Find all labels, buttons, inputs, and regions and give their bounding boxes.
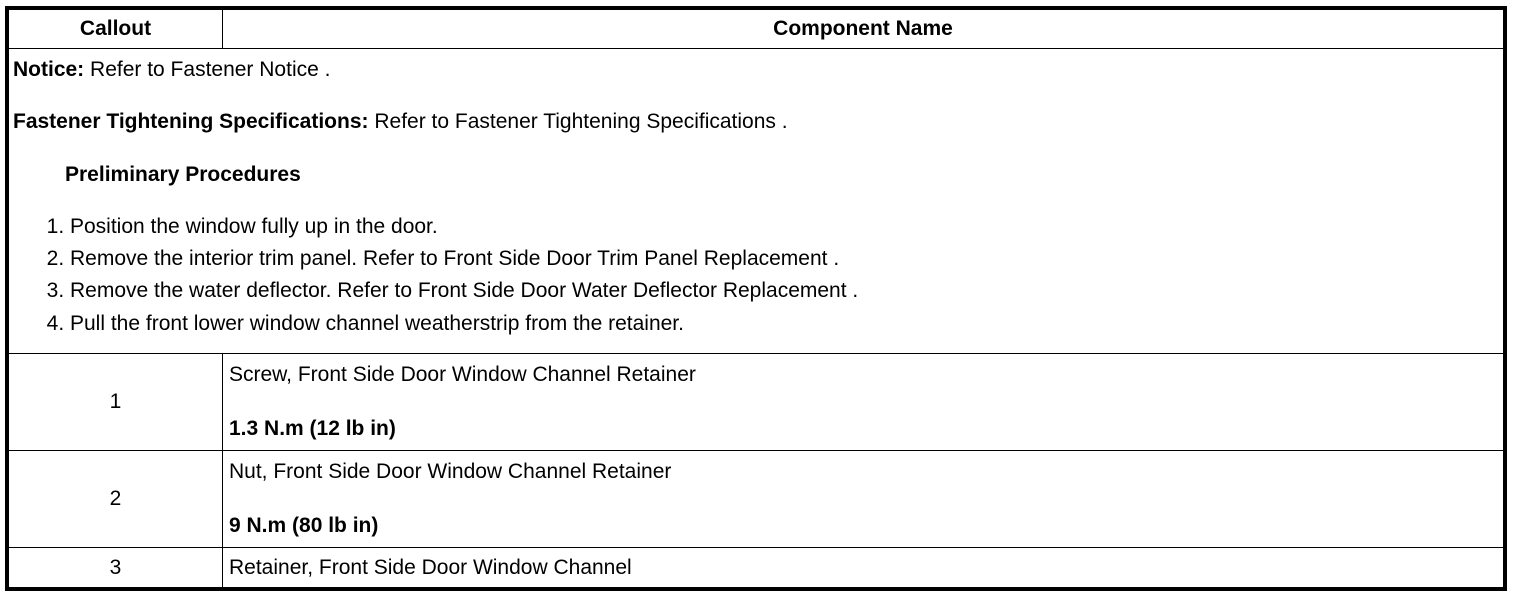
procedure-step: Pull the front lower window channel weat…	[70, 311, 1499, 337]
torque-spec: 9 N.m (80 lb in)	[229, 514, 379, 538]
notice-line: Notice: Refer to Fastener Notice .	[13, 57, 1499, 83]
spec-line: Fastener Tightening Specifications: Refe…	[13, 109, 1499, 135]
procedure-step: Remove the interior trim panel. Refer to…	[70, 246, 1499, 272]
callout-header: Callout	[8, 9, 223, 49]
component-table: Callout Component Name Notice: Refer to …	[8, 9, 1504, 588]
component-name: Screw, Front Side Door Window Channel Re…	[229, 363, 696, 386]
spec-text: Refer to Fastener Tightening Specificati…	[368, 110, 788, 134]
component-cell: Screw, Front Side Door Window Channel Re…	[222, 353, 1504, 451]
callout-number: 1	[8, 353, 223, 451]
header-row: Callout Component Name	[8, 9, 1504, 49]
notes-cell: Notice: Refer to Fastener Notice . Faste…	[8, 48, 1504, 354]
procedure-step: Remove the water deflector. Refer to Fro…	[70, 278, 1499, 304]
component-table-frame: Callout Component Name Notice: Refer to …	[5, 6, 1507, 591]
spec-label: Fastener Tightening Specifications:	[13, 110, 369, 134]
notes-row: Notice: Refer to Fastener Notice . Faste…	[8, 48, 1504, 354]
notice-label: Notice:	[13, 58, 85, 81]
callout-number: 2	[8, 450, 223, 548]
table-row: 1 Screw, Front Side Door Window Channel …	[8, 353, 1504, 451]
component-name: Retainer, Front Side Door Window Channel	[222, 547, 1504, 588]
notice-text: Refer to Fastener Notice .	[84, 58, 331, 81]
component-cell: Nut, Front Side Door Window Channel Reta…	[222, 450, 1504, 548]
component-name: Nut, Front Side Door Window Channel Reta…	[229, 460, 672, 483]
table-row: 2 Nut, Front Side Door Window Channel Re…	[8, 450, 1504, 548]
procedure-step: Position the window fully up in the door…	[70, 214, 1499, 240]
callout-number: 3	[8, 547, 223, 588]
table-row: 3 Retainer, Front Side Door Window Chann…	[8, 547, 1504, 588]
preliminary-procedures-title: Preliminary Procedures	[65, 162, 301, 186]
procedure-steps: Position the window fully up in the door…	[13, 214, 1499, 337]
component-name-header: Component Name	[222, 9, 1504, 49]
torque-spec: 1.3 N.m (12 lb in)	[229, 417, 396, 441]
